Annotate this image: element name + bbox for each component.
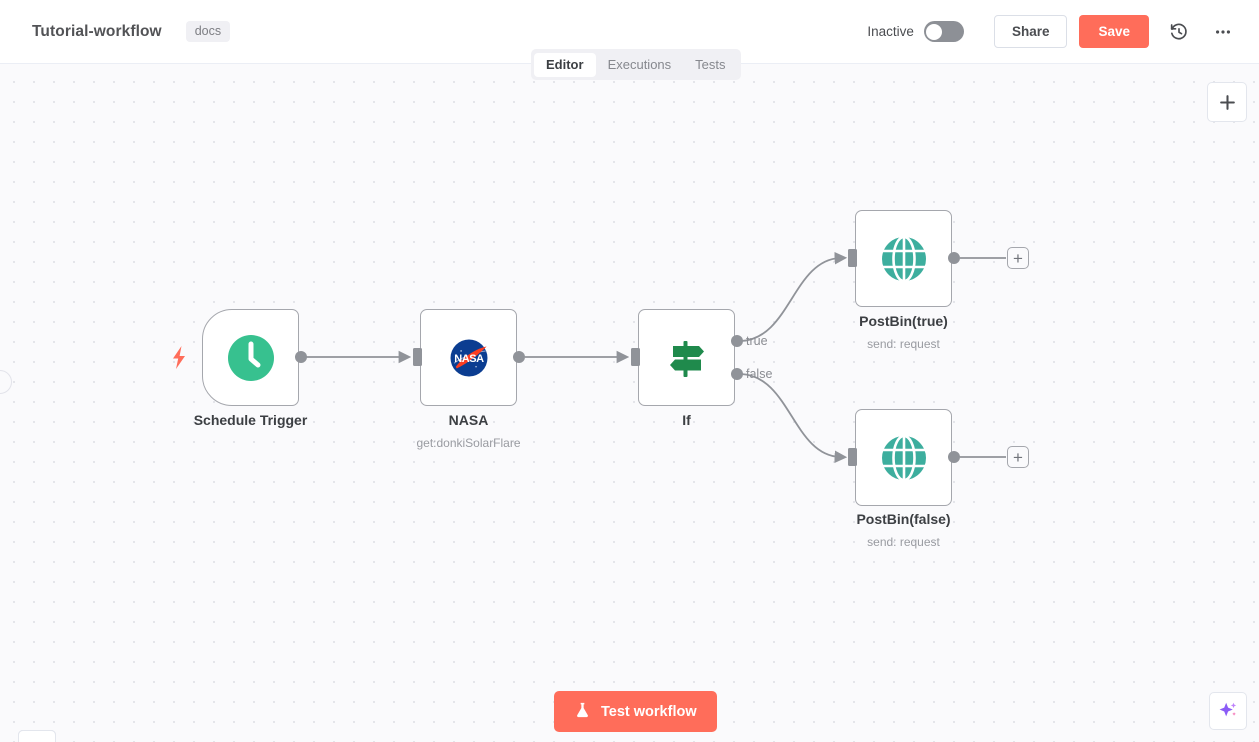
trigger-lightning-icon bbox=[170, 345, 188, 375]
port-out-postbin-true[interactable] bbox=[948, 252, 960, 264]
node-sublabel-postbin-false: send: request bbox=[867, 535, 940, 549]
node-postbin-true[interactable] bbox=[855, 210, 952, 307]
globe-icon bbox=[881, 235, 926, 282]
tab-tests[interactable]: Tests bbox=[695, 56, 726, 72]
workflow-active-toggle[interactable] bbox=[923, 21, 964, 42]
globe-icon bbox=[881, 434, 926, 481]
add-node-button-false[interactable]: + bbox=[1007, 446, 1029, 468]
port-out-if-true[interactable] bbox=[731, 335, 743, 347]
top-bar-actions: Inactive Share Save bbox=[867, 15, 1237, 48]
edge-if-false-to-postbin-false bbox=[740, 373, 848, 464]
svg-text:NASA: NASA bbox=[454, 352, 484, 364]
node-label-if: If bbox=[682, 412, 691, 428]
nasa-logo-icon: NASA bbox=[450, 339, 487, 376]
top-bar: Tutorial-workflow docs Inactive Share Sa… bbox=[0, 0, 1259, 64]
port-out-nasa[interactable] bbox=[513, 351, 525, 363]
toggle-knob bbox=[926, 23, 943, 40]
workflow-canvas[interactable]: Schedule Trigger NASA NASA get:donkiSola… bbox=[0, 64, 1259, 742]
port-out-postbin-false[interactable] bbox=[948, 451, 960, 463]
node-nasa[interactable]: NASA bbox=[420, 309, 517, 406]
workflow-tag-docs[interactable]: docs bbox=[185, 21, 231, 42]
node-postbin-false[interactable] bbox=[855, 409, 952, 506]
port-in-if[interactable] bbox=[631, 348, 640, 366]
test-workflow-button[interactable]: Test workflow bbox=[554, 691, 717, 732]
add-node-button-true[interactable]: + bbox=[1007, 247, 1029, 269]
tab-executions[interactable]: Executions bbox=[607, 56, 672, 72]
workflow-tabs: Editor Executions Tests bbox=[531, 49, 741, 80]
test-workflow-label: Test workflow bbox=[601, 703, 697, 720]
node-label-nasa: NASA bbox=[448, 412, 489, 428]
node-label-postbin-false: PostBin(false) bbox=[856, 511, 951, 527]
port-out-schedule-trigger[interactable] bbox=[295, 351, 307, 363]
node-schedule-trigger[interactable] bbox=[202, 309, 299, 406]
signpost-icon bbox=[669, 340, 704, 377]
node-sublabel-nasa: get:donkiSolarFlare bbox=[416, 436, 521, 450]
node-if[interactable] bbox=[638, 309, 735, 406]
ai-assistant-sparkle-icon[interactable] bbox=[1209, 692, 1247, 730]
node-label-postbin-true: PostBin(true) bbox=[859, 313, 948, 329]
port-in-nasa[interactable] bbox=[413, 348, 422, 366]
port-label-true: true bbox=[746, 334, 768, 348]
save-button[interactable]: Save bbox=[1079, 15, 1149, 48]
tab-editor[interactable]: Editor bbox=[534, 52, 596, 77]
ellipsis-icon[interactable] bbox=[1209, 18, 1237, 46]
workflow-title[interactable]: Tutorial-workflow bbox=[32, 22, 162, 40]
node-sublabel-postbin-true: send: request bbox=[867, 337, 940, 351]
flask-icon bbox=[574, 701, 591, 723]
port-out-if-false[interactable] bbox=[731, 368, 743, 380]
history-clock-icon[interactable] bbox=[1165, 18, 1193, 46]
port-in-postbin-true[interactable] bbox=[848, 249, 857, 267]
port-in-postbin-false[interactable] bbox=[848, 448, 857, 466]
tidy-up-broom-icon[interactable] bbox=[18, 730, 56, 742]
share-button[interactable]: Share bbox=[993, 15, 1068, 48]
add-node-panel-button[interactable] bbox=[1207, 82, 1247, 122]
workflow-activity-label: Inactive bbox=[867, 24, 914, 39]
edge-if-true-to-postbin-true bbox=[740, 251, 848, 342]
clock-icon bbox=[227, 334, 274, 381]
port-label-false: false bbox=[746, 367, 773, 381]
connection-edges bbox=[306, 251, 1006, 464]
node-label-schedule-trigger: Schedule Trigger bbox=[193, 412, 308, 428]
